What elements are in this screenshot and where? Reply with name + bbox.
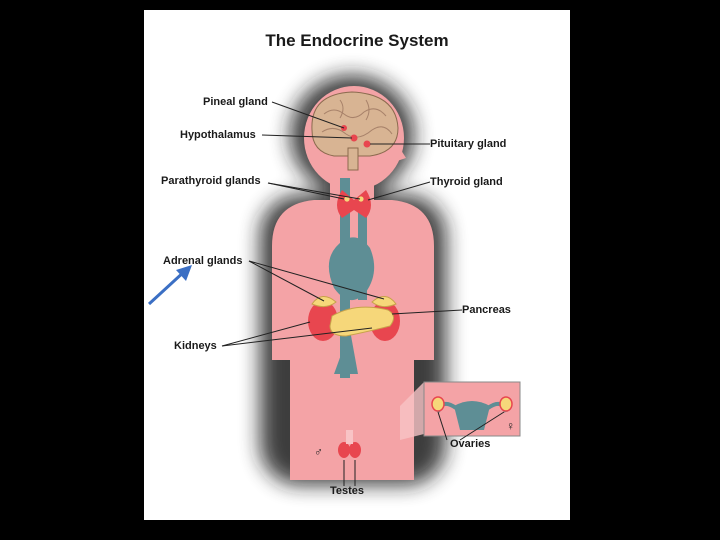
label-thyroid-gland: Thyroid gland <box>430 176 503 188</box>
inset-connector <box>400 382 424 440</box>
label-kidneys: Kidneys <box>174 340 217 352</box>
brain <box>311 91 399 157</box>
left-ovary <box>431 396 445 412</box>
pancreas <box>329 306 394 337</box>
label-hypothalamus: Hypothalamus <box>180 129 256 141</box>
left-testis <box>338 442 350 458</box>
male-symbol: ♂ <box>314 445 323 459</box>
female-symbol: ♀ <box>506 419 515 433</box>
brainstem <box>347 147 359 171</box>
right-testis <box>349 442 361 458</box>
label-testes: Testes <box>330 485 365 497</box>
hypothalamus-gland <box>350 134 358 142</box>
right-ovary <box>499 396 513 412</box>
brain-folds <box>321 99 393 138</box>
leader-lines <box>221 101 505 486</box>
parathyroid-gland <box>358 196 364 202</box>
label-parathyroid-glands: Parathyroid glands <box>161 175 261 187</box>
label-pituitary-gland: Pituitary gland <box>430 138 507 150</box>
label-pineal-gland: Pineal gland <box>203 96 268 108</box>
diagram-title: The Endocrine System <box>265 31 449 50</box>
label-pancreas: Pancreas <box>462 304 511 316</box>
blood-vessels <box>328 178 375 378</box>
endocrine-illustration <box>221 75 521 486</box>
pituitary-gland <box>363 140 371 148</box>
parathyroid-gland <box>344 196 350 202</box>
left-kidney <box>308 301 338 341</box>
testes-stem <box>346 430 353 444</box>
label-ovaries: Ovaries <box>450 438 491 450</box>
diagram-panel: The Endocrine System Pineal gland Hypoth… <box>144 10 570 520</box>
label-adrenal-glands: Adrenal glands <box>163 255 243 267</box>
uterus <box>454 401 490 430</box>
